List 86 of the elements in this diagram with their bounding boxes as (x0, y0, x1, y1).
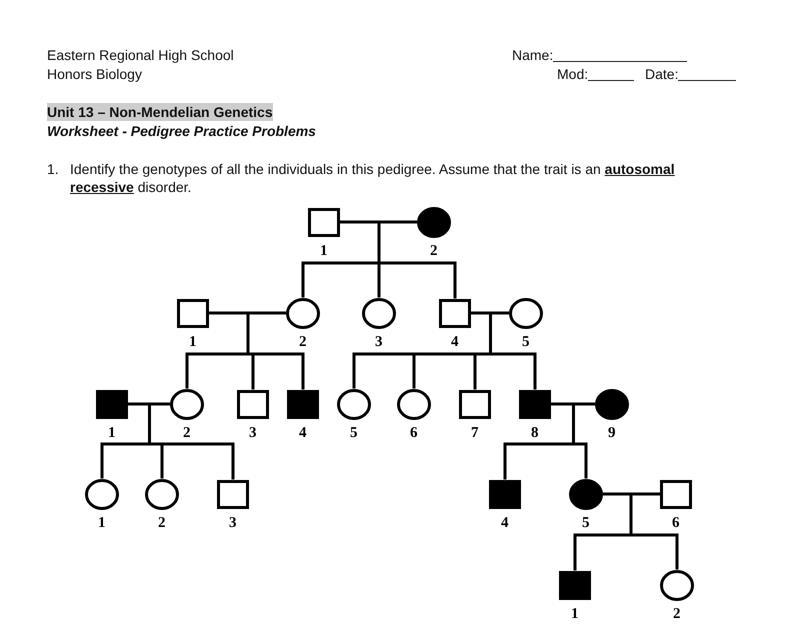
descent-line (378, 262, 380, 298)
sibship-line (574, 492, 678, 538)
unit-title: Unit 13 – Non-Mendelian Genetics (47, 103, 273, 121)
unaffected-male-square-symbol (660, 480, 692, 508)
descent-line (574, 534, 576, 570)
mating-line (340, 220, 417, 224)
mating-line (471, 312, 509, 314)
descent-line (534, 352, 536, 390)
mod-label: Mod: (557, 65, 588, 83)
descent-line (252, 352, 254, 390)
question-text: Identify the genotypes of all the individuals in this pedigree. Assume that the trait is an autosomal recessive disorder. (70, 160, 676, 196)
individual-number: 6 (410, 426, 418, 441)
affected-female-circle-symbol (595, 388, 629, 420)
unaffected-female-circle-symbol (362, 298, 396, 328)
descent-line (584, 442, 588, 478)
unaffected-male-square-symbol (439, 298, 471, 328)
individual-number: 6 (672, 516, 680, 531)
individual-number: 4 (451, 335, 458, 350)
individual-number: 9 (608, 426, 616, 441)
worksheet-subtitle: Worksheet - Pedigree Practice Problems (47, 122, 316, 140)
course-name: Honors Biology (47, 65, 142, 83)
descent-line (504, 442, 506, 480)
unaffected-female-circle-symbol (337, 388, 371, 420)
sibship-line (186, 312, 304, 357)
individual-number: 1 (571, 607, 578, 622)
sibship-line (352, 312, 536, 357)
individual-number: 2 (158, 516, 166, 531)
individual-number: 5 (350, 426, 358, 441)
mating-line (128, 402, 170, 406)
unaffected-male-square-symbol (237, 390, 269, 418)
descent-line (676, 534, 678, 570)
descent-line (454, 262, 456, 298)
individual-number: 5 (522, 335, 530, 350)
mating-line (603, 492, 660, 496)
unaffected-female-circle-symbol (397, 388, 431, 420)
unaffected-male-square-symbol (217, 480, 249, 508)
individual-number: 2 (299, 335, 306, 350)
affected-male-square-symbol (489, 480, 521, 508)
affected-male-square-symbol (96, 390, 128, 418)
descent-line (100, 442, 104, 478)
individual-number: 8 (531, 426, 538, 441)
individual-number: 2 (673, 607, 680, 622)
individual-number: 4 (501, 516, 508, 531)
individual-number: 1 (108, 426, 116, 441)
individual-number: 1 (189, 335, 196, 350)
affected-male-square-symbol (559, 570, 591, 600)
unaffected-male-square-symbol (308, 208, 340, 236)
affected-male-square-symbol (519, 390, 551, 418)
unaffected-female-circle-symbol (286, 298, 320, 328)
unaffected-male-square-symbol (459, 390, 491, 418)
unaffected-male-square-symbol (177, 298, 209, 328)
affected-female-circle-symbol (569, 478, 603, 510)
descent-line (412, 352, 416, 388)
individual-number: 1 (320, 244, 328, 259)
individual-number: 4 (299, 426, 306, 441)
mating-line (551, 402, 595, 406)
individual-number: 1 (98, 516, 106, 531)
sibship-line (100, 402, 234, 447)
affected-female-circle-symbol (417, 206, 451, 238)
unaffected-female-circle-symbol (170, 388, 204, 420)
individual-number: 3 (249, 426, 256, 441)
unaffected-female-circle-symbol (145, 478, 179, 510)
unaffected-female-circle-symbol (660, 570, 694, 600)
individual-number: 5 (582, 516, 590, 531)
descent-line (474, 352, 476, 390)
descent-line (160, 442, 164, 478)
unaffected-female-circle-symbol (85, 478, 119, 510)
unaffected-female-circle-symbol (509, 298, 543, 328)
question-number: 1. (47, 160, 59, 178)
name-label: Name: (512, 46, 554, 64)
individual-number: 2 (183, 426, 190, 441)
affected-male-square-symbol (287, 390, 319, 418)
date-label: Date: (645, 65, 678, 83)
mating-line (209, 312, 286, 314)
descent-line (232, 442, 234, 480)
descent-line (302, 262, 304, 298)
descent-line (186, 352, 188, 388)
individual-number: 3 (229, 516, 236, 531)
individual-number: 2 (430, 244, 438, 259)
sibship-line (504, 402, 588, 447)
individual-number: 3 (375, 335, 382, 350)
descent-line (352, 352, 356, 388)
descent-line (302, 352, 304, 390)
sibship-line (302, 220, 456, 266)
individual-number: 7 (471, 426, 478, 441)
school-name: Eastern Regional High School (47, 46, 234, 64)
